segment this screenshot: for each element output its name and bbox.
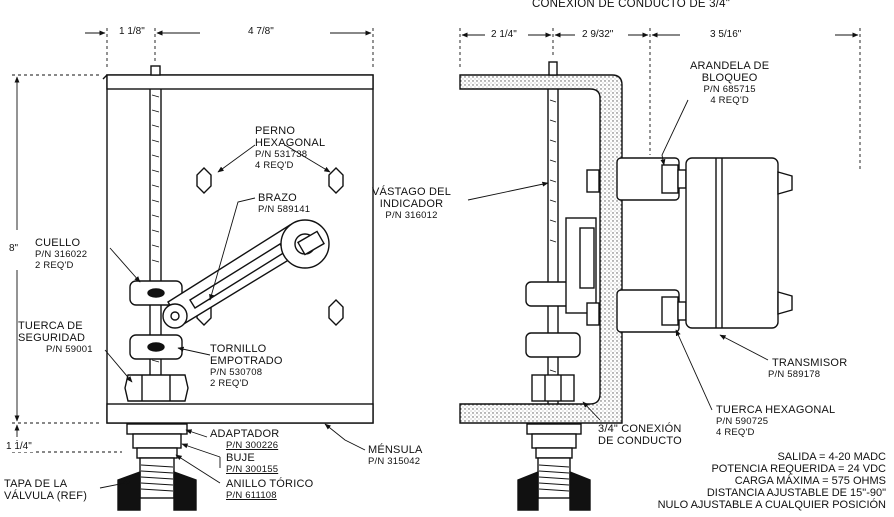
buje-label: BUJE P/N 300155 xyxy=(226,452,278,475)
cuello-label: CUELLO P/N 316022 2 REQ'D xyxy=(35,237,87,271)
brazo-label: BRAZO P/N 589141 xyxy=(258,192,310,215)
leader-lines xyxy=(99,99,769,489)
perno-pn: P/N 531738 xyxy=(255,149,308,160)
spec-block: SALIDA = 4-20 MADC POTENCIA REQUERIDA = … xyxy=(658,451,886,511)
perno-label: PERNO HEXAGONAL P/N 531738 4 REQ'D xyxy=(255,125,325,171)
tuerca-hex-qty: 4 REQ'D xyxy=(716,427,755,438)
tuerca-seg-pn: P/N 59001 xyxy=(46,344,93,355)
fittings-right xyxy=(517,423,591,511)
brazo-line-1: BRAZO xyxy=(258,192,297,204)
tornillo-pn: P/N 530708 xyxy=(210,367,263,378)
anillo-pn: P/N 611108 xyxy=(226,490,277,501)
buje-line-1: BUJE xyxy=(226,452,255,464)
arm-left xyxy=(162,219,330,329)
tuerca-seg-line-1: TUERCA DE xyxy=(18,320,83,332)
adaptador-label: ADAPTADOR P/N 300226 xyxy=(210,428,279,451)
tornillo-label: TORNILLO EMPOTRADO P/N 530708 2 REQ'D xyxy=(210,343,283,389)
adaptador-pn: P/N 300226 xyxy=(226,440,279,451)
perno-line-2: HEXAGONAL xyxy=(255,137,326,149)
conduit-bottom-label: 3/4" CONEXIÓN DE CONDUCTO xyxy=(598,423,682,447)
tuerca-seguridad-label: TUERCA DE SEGURIDAD P/N 59001 xyxy=(18,320,93,355)
buje-pn: P/N 300155 xyxy=(226,464,279,475)
bracket-side-view xyxy=(459,74,623,424)
cuello-line-1: CUELLO xyxy=(35,237,81,249)
perno-qty: 4 REQ'D xyxy=(255,160,294,171)
tuerca-seg-line-2: SEGURIDAD xyxy=(18,332,86,344)
indicator-stem-left xyxy=(149,65,162,375)
tornillo-qty: 2 REQ'D xyxy=(210,378,249,389)
spec-distancia: DISTANCIA AJUSTABLE DE 15"-90" xyxy=(706,487,886,499)
arandela-line-1: ARANDELA DE xyxy=(690,60,770,72)
arandela-qty: 4 REQ'D xyxy=(710,95,749,106)
tuerca-hex-pn: P/N 590725 xyxy=(716,416,769,427)
vastago-line-2: INDICADOR xyxy=(379,198,444,210)
conduit-bottom-line-2: DE CONDUCTO xyxy=(598,435,682,447)
vastago-line-1: VÁSTAGO DEL xyxy=(372,186,452,198)
fittings-left xyxy=(117,423,197,511)
lock-nut-left xyxy=(124,374,189,402)
mensula-line-1: MÉNSULA xyxy=(368,444,423,456)
tapa-line-1: TAPA DE LA xyxy=(4,478,68,490)
collars-right xyxy=(525,217,597,358)
spec-nulo: NULO AJUSTABLE A CUALQUIER POSICIÓN xyxy=(657,499,886,511)
anillo-label: ANILLO TÓRICO P/N 611108 xyxy=(226,478,313,501)
transmisor-line-1: TRANSMISOR xyxy=(772,357,848,369)
adaptador-line-1: ADAPTADOR xyxy=(210,428,280,440)
tornillo-line-2: EMPOTRADO xyxy=(210,355,283,367)
arandela-label: ARANDELA DE BLOQUEO P/N 685715 4 REQ'D xyxy=(690,60,769,106)
cuello-qty: 2 REQ'D xyxy=(35,260,74,271)
dim-8: 8" xyxy=(7,243,21,254)
dim-1-1-8: 1 1/8" xyxy=(117,26,147,37)
arandela-line-2: BLOQUEO xyxy=(701,72,758,84)
mensula-pn: P/N 315042 xyxy=(368,456,421,467)
dimension-lines xyxy=(12,28,861,453)
tapa-label: TAPA DE LA VÁLVULA (REF) xyxy=(4,478,87,502)
tapa-line-2: VÁLVULA (REF) xyxy=(4,490,88,502)
perno-line-1: PERNO xyxy=(255,125,296,137)
tuerca-hex-label: TUERCA HEXAGONAL P/N 590725 4 REQ'D xyxy=(716,404,835,438)
vastago-label: VÁSTAGO DEL INDICADOR P/N 316012 xyxy=(372,186,451,221)
transmisor-pn: P/N 589178 xyxy=(768,369,821,380)
mensula-label: MÉNSULA P/N 315042 xyxy=(368,444,423,467)
transmitter xyxy=(616,157,793,333)
spec-potencia: POTENCIA REQUERIDA = 24 VDC xyxy=(711,463,886,475)
spec-salida: SALIDA = 4-20 MADC xyxy=(777,451,886,463)
tuerca-hex-line-1: TUERCA HEXAGONAL xyxy=(716,404,836,416)
dim-4-7-8: 4 7/8" xyxy=(246,26,276,37)
dim-3-5-16: 3 5/16" xyxy=(708,29,744,40)
cuello-pn: P/N 316022 xyxy=(35,249,88,260)
conduit-top-label: CONEXION DE CONDUCTO DE 3/4" xyxy=(532,0,730,10)
brazo-pn: P/N 589141 xyxy=(258,204,311,215)
transmisor-label: TRANSMISOR P/N 589178 xyxy=(768,357,848,380)
lock-nut-right xyxy=(531,374,575,402)
anillo-line-1: ANILLO TÓRICO xyxy=(226,478,314,490)
dim-2-1-4: 2 1/4" xyxy=(489,29,519,40)
arandela-pn: P/N 685715 xyxy=(703,84,756,95)
spec-carga: CARGA MÁXIMA = 575 OHMS xyxy=(734,475,886,487)
conduit-bottom-line-1: 3/4" CONEXIÓN xyxy=(598,423,682,435)
dim-1-1-4: 1 1/4" xyxy=(4,441,34,452)
bolts-right xyxy=(586,169,600,326)
vastago-pn: P/N 316012 xyxy=(385,210,438,221)
tornillo-line-1: TORNILLO xyxy=(210,343,267,355)
dim-2-9-32: 2 9/32" xyxy=(580,29,616,40)
